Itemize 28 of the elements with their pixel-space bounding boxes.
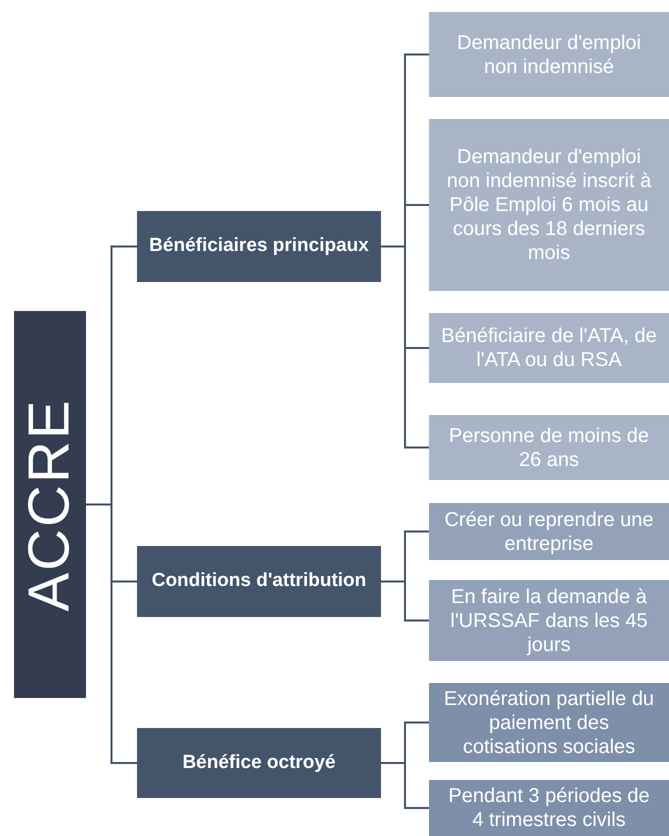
item-box — [429, 580, 669, 661]
item-box — [429, 12, 669, 97]
node-label: Conditions d'attribution — [152, 569, 366, 594]
item-box — [429, 503, 669, 560]
node-label: Personne de moins de 26 ans — [448, 424, 650, 472]
item-box — [429, 683, 669, 762]
category-box — [137, 728, 381, 798]
connector-line — [381, 762, 429, 809]
connector-line — [381, 580, 429, 622]
node-label: Bénéficiaires principaux — [149, 234, 369, 258]
node-label: En faire la demande à l'URSSAF dans les 45 jours — [449, 584, 649, 656]
connector-line — [86, 504, 137, 764]
connector-line — [381, 246, 429, 448]
item-box — [429, 119, 669, 291]
node-label: Demandeur d'emploi non indemnisé — [456, 30, 642, 78]
root-box — [14, 311, 86, 698]
node-label: ACCRE — [21, 398, 79, 612]
item-box — [429, 313, 669, 383]
node-label: Demandeur d'emploi non indemnisé inscrit à Pôle Emploi 6 mois au cours des 18 derniers mois — [446, 145, 652, 265]
node-label: Bénéfice octroyé — [182, 750, 336, 775]
node-label: Bénéficiaire de l'ATA, de l'ATA ou du RSA — [440, 324, 658, 372]
node-label: Créer ou reprendre une entreprise — [443, 508, 654, 556]
node-label: Pendant 3 périodes de 4 trimestres civils — [447, 784, 651, 832]
category-box — [137, 546, 381, 617]
item-box — [429, 415, 669, 480]
node-label: Exonération partielle du paiement des cotisations sociales — [442, 686, 656, 758]
item-box — [429, 780, 669, 836]
category-box — [137, 211, 381, 282]
